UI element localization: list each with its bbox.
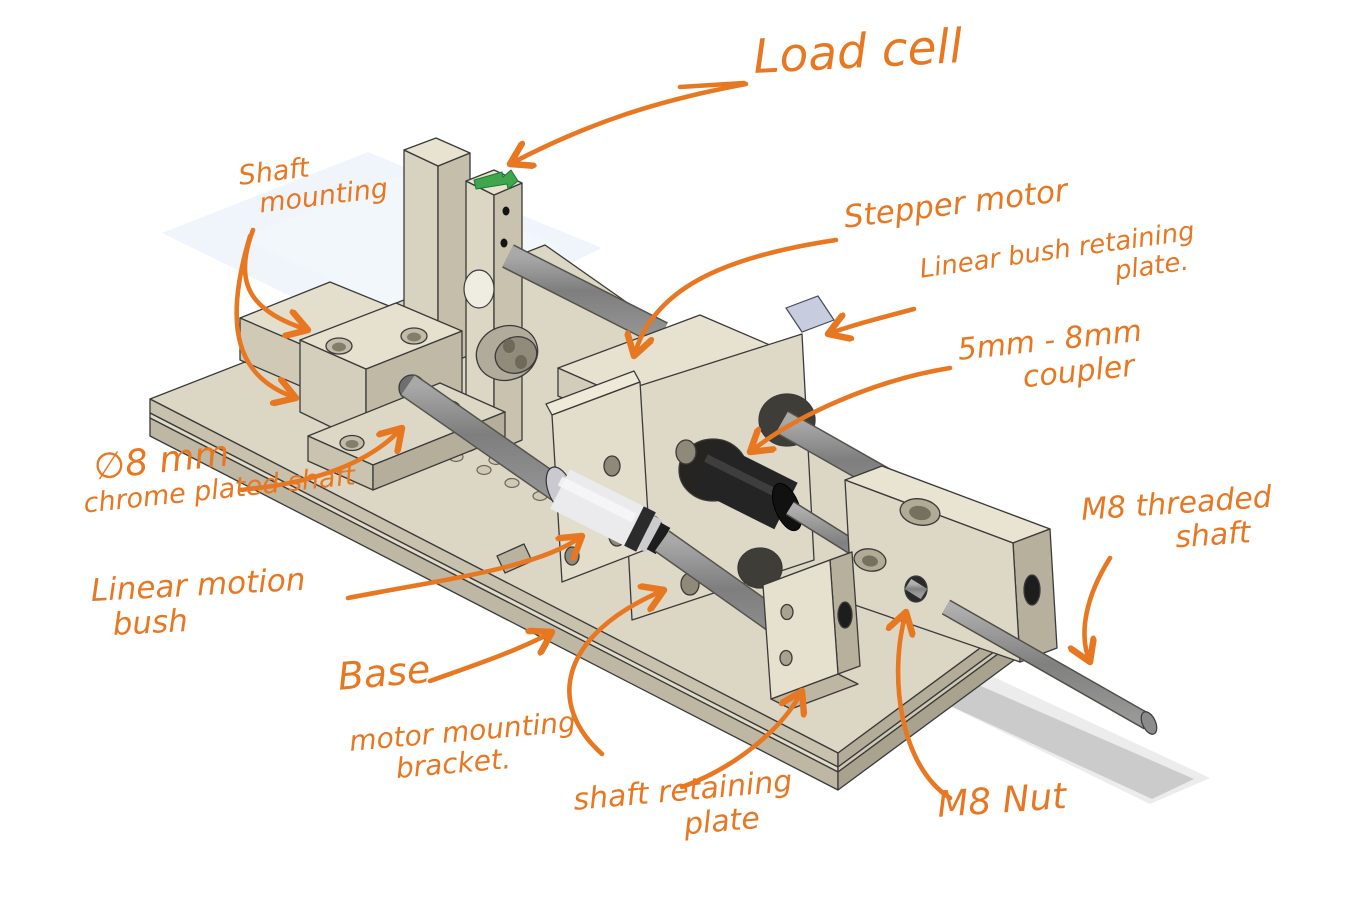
arrow-motor-bracket <box>567 590 664 757</box>
label-load-cell: Load cell <box>751 19 964 85</box>
shaft-retaining-plate <box>762 551 861 710</box>
label-linear-motion-bush: Linear motion bush <box>89 561 307 643</box>
arrow-load-cell <box>510 81 749 164</box>
load-cell <box>463 169 539 453</box>
arrow-shaft-diameter <box>237 428 402 493</box>
load-cell-green-marker <box>473 169 519 190</box>
arrow-shaft-mounting-2 <box>234 233 296 398</box>
m8-threaded-shaft <box>941 599 1158 735</box>
annotation-arrows <box>234 80 1113 801</box>
chrome-shaft-lower <box>400 374 574 506</box>
linear-motion-bush <box>545 466 671 555</box>
chrome-shaft-upper <box>502 244 668 346</box>
arrow-shaft-retaining <box>679 691 802 790</box>
arrow-m8-threaded <box>1084 555 1113 662</box>
arrow-linear-bush-plate <box>828 306 917 334</box>
arrow-coupler <box>750 365 953 452</box>
label-base: Base <box>335 646 432 699</box>
arrow-stepper-motor <box>634 237 839 356</box>
arrow-linear-motion-bush <box>345 536 582 601</box>
arrow-base <box>427 632 552 684</box>
flange-hub <box>475 324 539 382</box>
arrow-load-cell-dash <box>677 80 747 90</box>
arrow-m8-nut <box>898 612 953 801</box>
label-m8-threaded-shaft: M8 threaded shaft <box>1079 479 1273 556</box>
